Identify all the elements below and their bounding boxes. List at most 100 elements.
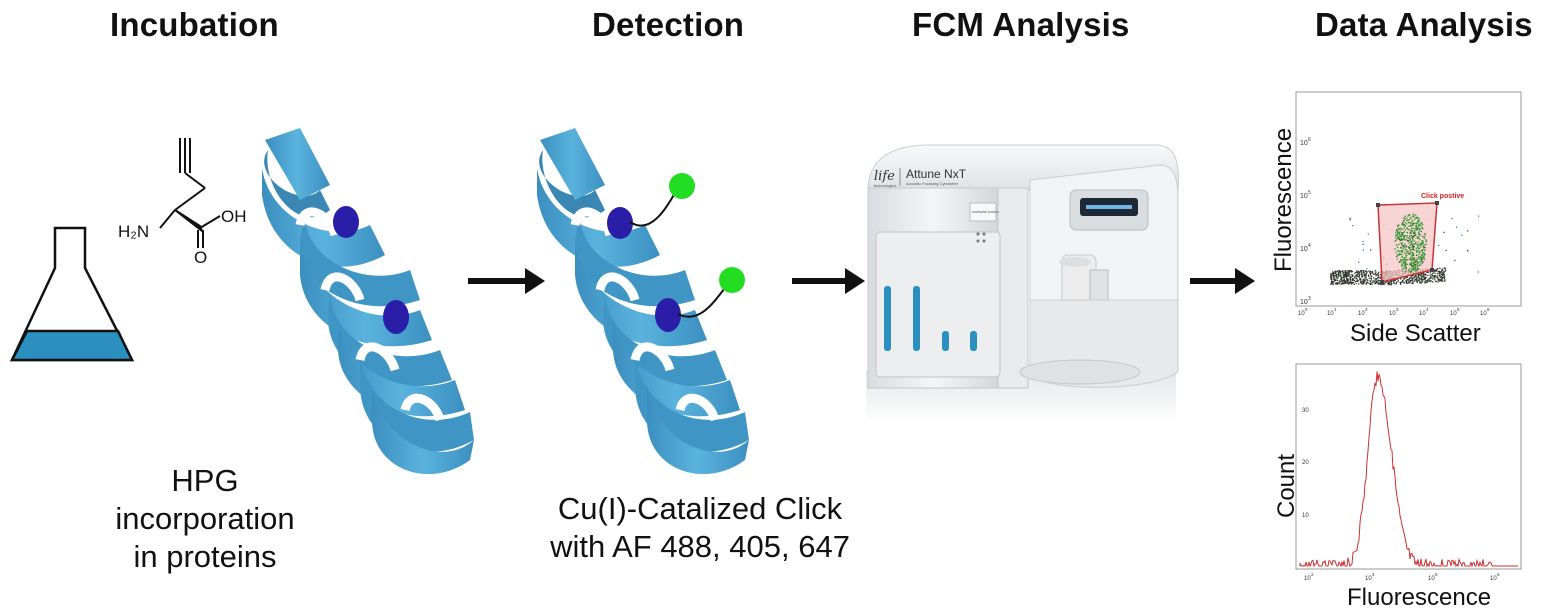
scatter-event [1346, 273, 1348, 275]
scatter-event [1361, 273, 1363, 275]
gated-event [1406, 217, 1408, 219]
scatter-event [1440, 276, 1442, 278]
gated-event [1410, 241, 1412, 243]
gated-event [1418, 231, 1420, 233]
scatter-event [1335, 270, 1337, 273]
gated-event [1423, 257, 1425, 259]
scatter-event [1349, 270, 1351, 272]
scatter-event [1350, 282, 1352, 284]
gated-event [1400, 253, 1402, 255]
gated-event [1401, 234, 1403, 236]
gated-event [1420, 256, 1423, 259]
scatter-event [1441, 277, 1443, 280]
scatter-event [1366, 272, 1368, 274]
gated-event [1408, 225, 1410, 227]
scatter-event [1333, 272, 1335, 274]
gated-event [1403, 227, 1405, 229]
gated-event [1411, 245, 1414, 247]
gated-event [1415, 222, 1417, 224]
scatter-x-tick-3-exp: 3 [1396, 307, 1399, 312]
scatter-event [1377, 279, 1379, 281]
scatter-event [1420, 277, 1423, 279]
gated-event [1399, 227, 1401, 229]
scatter-event [1337, 277, 1339, 279]
gated-event [1417, 268, 1419, 270]
scatter-event [1441, 272, 1443, 274]
scatter-event [1377, 274, 1379, 276]
scatter-event [1371, 275, 1373, 277]
scatter-event [1423, 277, 1425, 280]
scatter-event [1347, 282, 1349, 284]
scatter-event [1377, 277, 1380, 279]
gated-event [1416, 250, 1418, 252]
instrument-badge: molecular probes [972, 210, 999, 214]
gated-event [1416, 264, 1419, 267]
instrument-brand: life [874, 169, 895, 184]
gated-event [1411, 230, 1413, 232]
scatter-event [1400, 278, 1402, 280]
gated-event [1408, 270, 1410, 272]
scatter-event [1353, 279, 1355, 282]
gated-event [1405, 249, 1407, 251]
flask-icon [9, 226, 135, 362]
scatter-event [1366, 281, 1368, 283]
fluorophore-dot-1 [669, 173, 695, 199]
scatter-event [1396, 278, 1398, 280]
gated-event [1405, 261, 1407, 263]
flow-cytometer-instrument [866, 144, 1179, 425]
scatter-event [1339, 282, 1341, 284]
scatter-event [1342, 276, 1344, 279]
gated-event [1408, 253, 1411, 255]
gated-event [1410, 264, 1412, 266]
scatter-event [1420, 275, 1423, 277]
scatter-event [1439, 279, 1442, 281]
scatter-event [1345, 274, 1347, 276]
gated-event [1401, 223, 1403, 225]
scatter-event [1346, 280, 1348, 282]
gated-event [1419, 228, 1422, 230]
scatter-event [1442, 272, 1444, 274]
scatter-event [1349, 277, 1352, 279]
gated-event [1412, 223, 1414, 225]
gated-event [1403, 267, 1405, 269]
scatter-event [1376, 282, 1378, 284]
scatter-event [1336, 273, 1338, 275]
scatter-event [1337, 282, 1339, 285]
gated-event [1406, 219, 1408, 221]
gated-event [1418, 264, 1421, 266]
gated-event [1420, 221, 1422, 224]
scatter-event [1436, 276, 1438, 279]
gated-event [1419, 239, 1421, 241]
gated-event [1398, 238, 1401, 241]
scatter-event [1377, 280, 1380, 282]
gated-event [1401, 251, 1403, 253]
scatter-event [1342, 270, 1344, 273]
scatter-event [1445, 249, 1447, 251]
gated-event [1422, 261, 1424, 263]
scatter-event [1358, 270, 1360, 272]
scatter-event [1442, 280, 1444, 282]
histogram-y-tick-1: 10 [1302, 513, 1309, 519]
gated-event [1402, 223, 1404, 225]
scatter-event [1415, 276, 1417, 278]
scatter-event [1416, 280, 1418, 282]
gated-event [1408, 238, 1411, 240]
gated-event [1420, 246, 1422, 248]
scatter-y-tick-1: 10 [1300, 299, 1308, 306]
scatter-event [1440, 270, 1443, 273]
gated-event [1408, 242, 1410, 244]
gated-event [1403, 261, 1406, 263]
scatter-event [1421, 278, 1423, 280]
scatter-event [1438, 271, 1441, 274]
scatter-event [1370, 279, 1373, 281]
scatter-event [1364, 277, 1366, 279]
scatter-event [1396, 281, 1398, 283]
scatter-event [1401, 281, 1403, 283]
scatter-event [1365, 283, 1367, 285]
scatter-event [1345, 274, 1347, 277]
gated-event [1419, 244, 1422, 246]
gated-event [1422, 262, 1424, 264]
gated-event [1397, 238, 1399, 240]
scatter-event [1435, 270, 1437, 272]
gated-event [1421, 222, 1423, 224]
